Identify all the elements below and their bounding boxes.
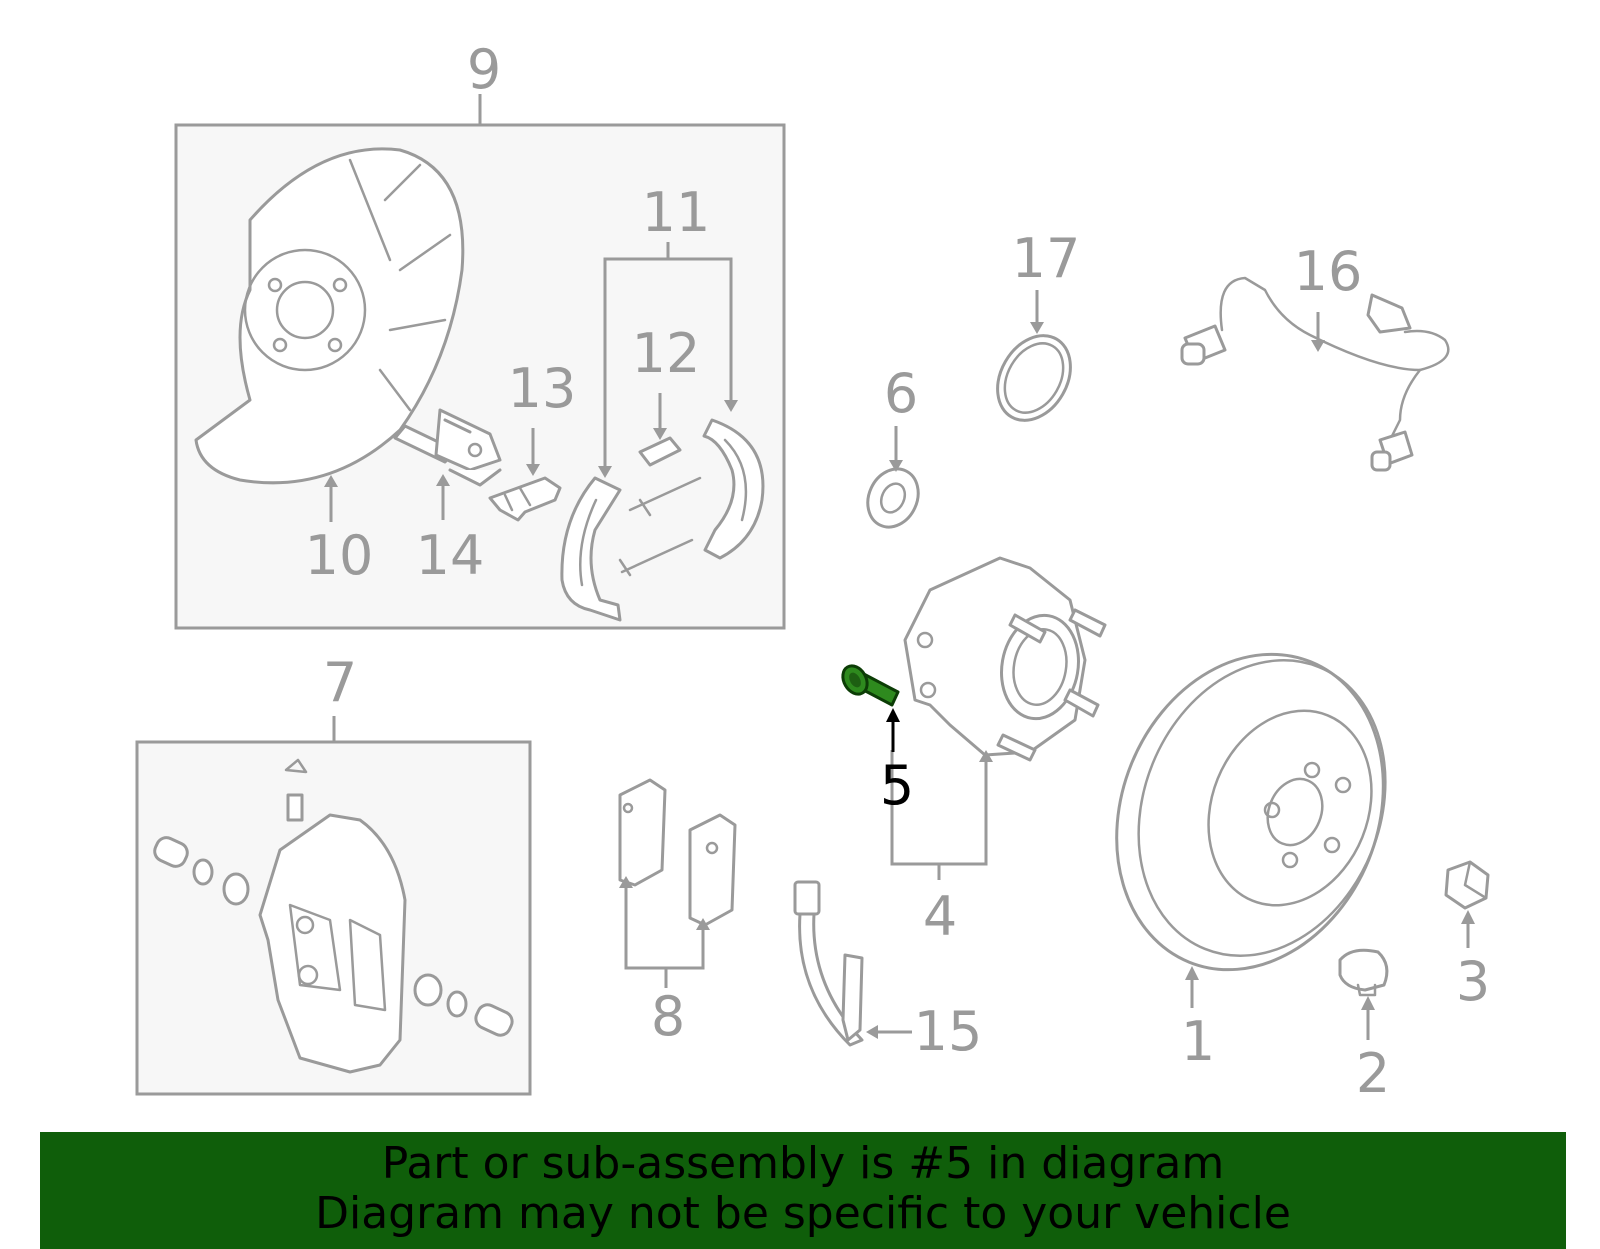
part-1-rotor[interactable]	[1071, 614, 1430, 1010]
part-2-plug[interactable]	[1338, 948, 1389, 997]
callout-4: 4	[923, 885, 957, 948]
part-13-strut[interactable]	[488, 476, 562, 522]
part-17-ring[interactable]	[983, 323, 1085, 434]
callout-2: 2	[1356, 1042, 1390, 1105]
part-11-shoes[interactable]	[560, 418, 765, 622]
callout-7: 7	[323, 651, 357, 714]
part-7-caliper[interactable]	[151, 758, 515, 1074]
callout-16: 16	[1294, 240, 1363, 303]
callout-10: 10	[305, 524, 374, 587]
part-16-abs-sensor[interactable]	[1180, 276, 1450, 472]
callout-5: 5	[880, 754, 914, 817]
banner-line-1: Part or sub-assembly is #5 in diagram	[381, 1138, 1225, 1189]
callout-14: 14	[416, 524, 485, 587]
part-3-nut[interactable]	[1444, 860, 1490, 910]
part-15-hose[interactable]	[793, 880, 864, 1047]
callout-15: 15	[914, 1000, 983, 1063]
callout-12: 12	[632, 322, 701, 385]
callout-8: 8	[651, 985, 685, 1048]
part-6-seal[interactable]	[859, 461, 928, 536]
part-4-hub[interactable]	[903, 556, 1107, 762]
part-14-adjuster[interactable]	[393, 408, 502, 487]
part-5-bolt[interactable]	[838, 662, 900, 707]
callout-3: 3	[1456, 950, 1490, 1013]
part-10-dust-shield[interactable]	[194, 147, 465, 485]
part-8-pads[interactable]	[618, 778, 737, 927]
info-banner: Part or sub-assembly is #5 in diagram Di…	[40, 1132, 1566, 1249]
callout-1: 1	[1181, 1010, 1215, 1073]
callout-11: 11	[642, 181, 711, 244]
callout-13: 13	[508, 357, 577, 420]
part-12-springs[interactable]	[618, 436, 702, 577]
callout-6: 6	[884, 362, 918, 425]
banner-line-2: Diagram may not be specific to your vehi…	[315, 1188, 1291, 1239]
callout-9: 9	[467, 38, 501, 101]
callout-17: 17	[1012, 227, 1081, 290]
